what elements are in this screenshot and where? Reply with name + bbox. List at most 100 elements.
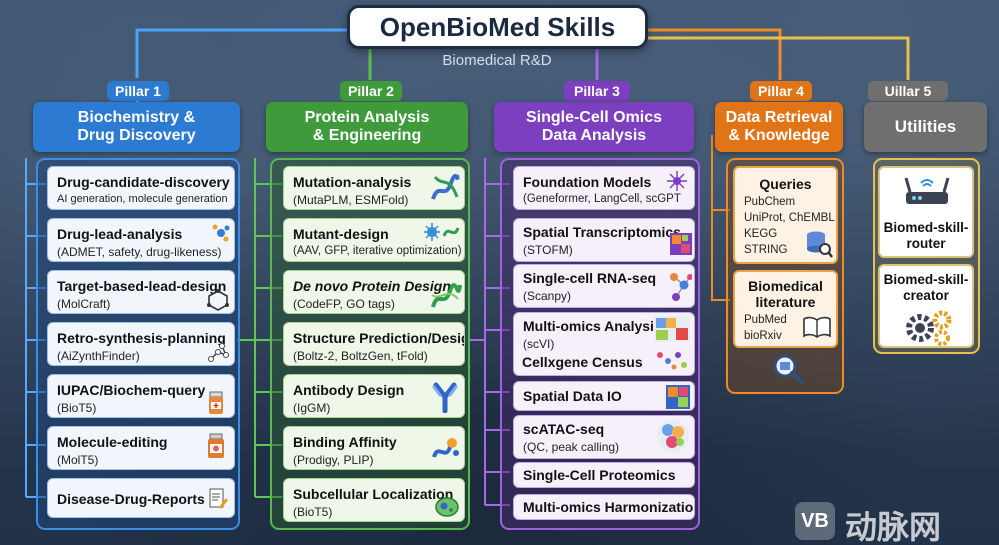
card-subtitle: (MolCraft)	[57, 297, 111, 311]
pillar-1-tag: Pillar 1	[107, 81, 169, 101]
card-single-cell-proteomics[interactable]: Single-Cell Proteomics	[513, 462, 695, 488]
pathway-icon	[208, 343, 229, 362]
card-subtitle: (CodeFP, GO tags)	[293, 297, 395, 311]
card-title: Antibody Design	[293, 382, 405, 398]
pillar-5-heading: Utilities	[864, 102, 987, 152]
card-title: Queries	[759, 176, 812, 192]
pill-bottle-icon	[209, 391, 223, 414]
cellxgene-census-label: Cellxgene Census	[522, 354, 643, 370]
card-antibody-design[interactable]: Antibody Design (IgGM)	[283, 374, 465, 418]
card-binding-affinity[interactable]: Binding Affinity (Prodigy, PLIP)	[283, 426, 465, 470]
card-title: Drug-candidate-discovery	[57, 174, 230, 190]
pillar-1-heading: Biochemistry & Drug Discovery	[33, 102, 240, 152]
card-drug-candidate-discovery[interactable]: Drug-candidate-discovery AI generation, …	[47, 166, 235, 210]
protein-fold-icon	[431, 283, 462, 308]
pillar-4-heading: Data Retrieval & Knowledge	[715, 102, 843, 152]
card-subtitle: (AAV, GFP, iterative optimization)	[293, 245, 462, 257]
card-subtitle: (BioT5)	[57, 401, 97, 415]
card-title: Spatial Transcriptomics	[523, 224, 681, 240]
card-biomedical-literature[interactable]: Biomedical literature PubMed bioRxiv	[733, 270, 838, 348]
card-title: IUPAC/Biochem-query	[57, 382, 206, 398]
card-mutant-design[interactable]: Mutant-design (AAV, GFP, iterative optim…	[283, 218, 465, 262]
virus-icon	[424, 223, 460, 241]
card-title: Mutant-design	[293, 226, 389, 242]
spatial-map-icon	[670, 233, 692, 255]
medicine-bottle-icon	[208, 433, 224, 458]
card-de-novo-protein-design[interactable]: De novo Protein Design (CodeFP, GO tags)	[283, 270, 465, 314]
gears-icon	[906, 310, 952, 346]
card-subtitle: (scVI)	[523, 337, 555, 351]
pillar-4-tag: Pillar 4	[750, 81, 812, 101]
card-queries[interactable]: Queries PubChem UniProt, ChEMBL KEGG STR…	[733, 166, 838, 264]
card-title-text: De novo Protein Design	[293, 278, 451, 294]
card-title: Retro-synthesis-planning	[57, 330, 226, 346]
card-iupac-biochem-query[interactable]: IUPAC/Biochem-query (BioT5)	[47, 374, 235, 418]
card-title: Structure Prediction/Design	[293, 330, 465, 346]
card-title: Drug-lead-analysis	[57, 226, 183, 242]
report-document-icon	[209, 488, 228, 509]
card-retro-synthesis-planning[interactable]: Retro-synthesis-planning (AiZynthFinder)	[47, 322, 235, 366]
cell-cluster-icon	[670, 273, 692, 301]
card-mutation-analysis[interactable]: Mutation-analysis (MutaPLM, ESMFold)	[283, 166, 465, 210]
network-node-icon	[667, 171, 687, 191]
card-disease-drug-reports[interactable]: Disease-Drug-Reports	[47, 478, 235, 518]
card-single-cell-rna-seq[interactable]: Single-cell RNA-seq (Scanpy)	[513, 264, 695, 308]
card-title: Molecule-editing	[57, 434, 168, 450]
card-title: Biomedical literature	[748, 278, 823, 310]
card-foundation-models[interactable]: Foundation Models (Geneformer, LangCell,…	[513, 166, 695, 210]
cell-icon	[435, 497, 459, 517]
card-molecule-editing[interactable]: Molecule-editing (MolT5)	[47, 426, 235, 470]
card-title: Multi-omics Harmonization	[523, 499, 695, 515]
card-subtitle: (STOFM)	[523, 243, 573, 257]
card-spatial-transcriptomics[interactable]: Spatial Transcriptomics (STOFM)	[513, 218, 695, 262]
card-subtitle: (Prodigy, PLIP)	[293, 453, 374, 467]
card-subtitle: (IgGM)	[293, 401, 331, 415]
page-title: OpenBioMed Skills	[347, 5, 648, 49]
card-subcellular-localization[interactable]: Subcellular Localization (BioT5)	[283, 478, 465, 522]
card-subtitle: (Scanpy)	[523, 289, 572, 303]
card-title: Multi-omics Analysis	[523, 318, 662, 334]
pillar-5-tag: Uillar 5	[868, 81, 948, 101]
card-subtitle: (MutaPLM, ESMFold)	[293, 193, 409, 207]
molecule-icon	[212, 224, 230, 242]
query-item: KEGG	[744, 228, 778, 240]
pillar-2-heading: Protein Analysis & Engineering	[266, 102, 468, 152]
literature-item: PubMed	[744, 314, 787, 326]
watermark-text: 动脉网	[845, 508, 942, 545]
card-title: Foundation Models	[523, 174, 652, 190]
antibody-icon	[432, 382, 458, 413]
magnifier-icon	[773, 354, 804, 384]
card-title: Biomed-skill- creator	[883, 272, 969, 303]
open-book-icon	[803, 316, 831, 338]
card-title: Biomed-skill- router	[883, 220, 969, 251]
query-item: STRING	[744, 244, 788, 256]
watermark: VB 动脉网	[795, 498, 985, 545]
card-target-based-lead-design[interactable]: Target-based-lead-design (MolCraft)	[47, 270, 235, 314]
router-icon	[904, 177, 950, 204]
card-subtitle: (BioT5)	[293, 505, 333, 519]
card-title: Single-cell RNA-seq	[523, 270, 657, 286]
card-biomed-skill-router[interactable]: Biomed-skill- router	[878, 166, 974, 258]
card-scatac-seq[interactable]: scATAC-seq (QC, peak calling)	[513, 415, 695, 459]
heatmap-icon	[654, 316, 690, 342]
card-title: Single-Cell Proteomics	[523, 467, 676, 483]
card-subtitle: (ADMET, safety, drug-likeness)	[57, 245, 222, 259]
card-subtitle: AI generation, molecule generation	[57, 193, 228, 205]
card-subtitle: (MolT5)	[57, 453, 99, 467]
card-spatial-data-io[interactable]: Spatial Data IO	[513, 381, 695, 411]
card-title: Target-based-lead-design	[57, 278, 227, 294]
card-title: scATAC-seq	[523, 421, 605, 437]
card-title: Subcellular Localization	[293, 486, 454, 502]
database-search-icon	[807, 231, 833, 258]
card-multi-omics-analysis[interactable]: Multi-omics Analysis (scVI)	[513, 312, 695, 376]
pillar-3-heading: Single-Cell Omics Data Analysis	[494, 102, 694, 152]
card-title: Spatial Data IO	[523, 388, 622, 404]
card-subtitle: (QC, peak calling)	[523, 440, 620, 454]
card-structure-prediction[interactable]: Structure Prediction/Design (Boltz-2, Bo…	[283, 322, 465, 366]
card-subtitle: (Boltz-2, BoltzGen, tFold)	[293, 349, 428, 363]
pillar-2-tag: Pillar 2	[340, 81, 402, 101]
card-subtitle: (Geneformer, LangCell, scGPT	[523, 193, 681, 205]
card-multi-omics-harmonization[interactable]: Multi-omics Harmonization	[513, 494, 695, 520]
card-drug-lead-analysis[interactable]: Drug-lead-analysis (ADMET, safety, drug-…	[47, 218, 235, 262]
card-biomed-skill-creator[interactable]: Biomed-skill- creator	[878, 264, 974, 348]
